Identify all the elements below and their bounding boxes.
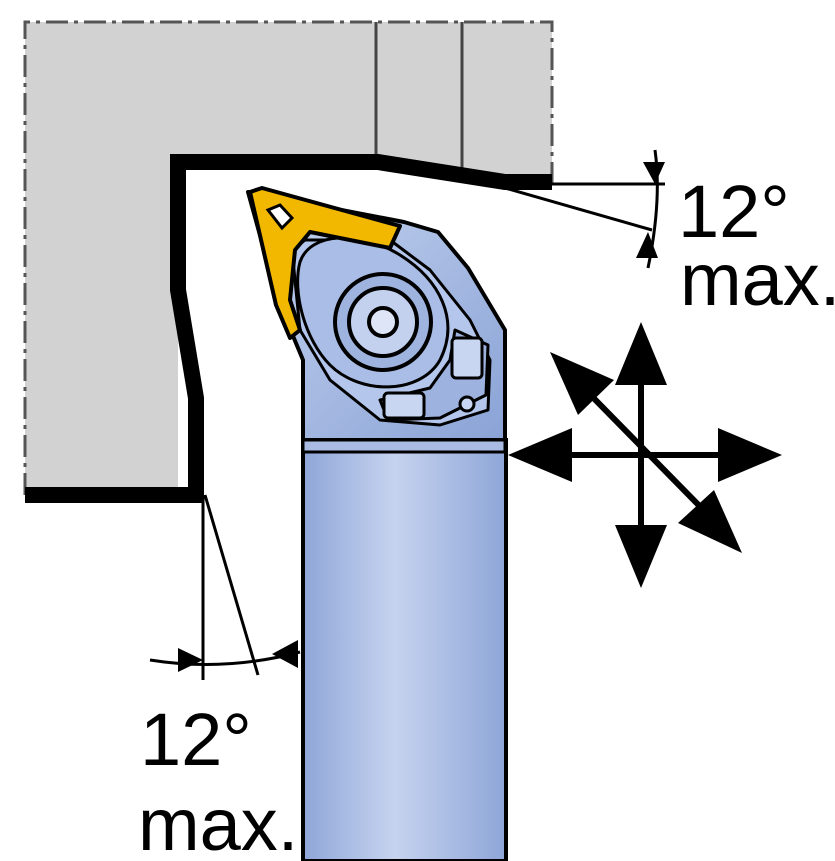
- feed-arrow-up: [615, 322, 667, 385]
- workpiece-body: [25, 22, 552, 495]
- insert-body: [248, 186, 402, 340]
- top-ext-line-angled: [504, 186, 653, 232]
- insert-icon: [248, 186, 402, 340]
- insert-chipbreaker: [265, 203, 295, 231]
- tool-shank: [301, 438, 508, 861]
- clamp-block: [382, 391, 426, 420]
- clamp-pin: [458, 395, 476, 413]
- feed-arrow-diag-up-left: [550, 352, 614, 415]
- bottom-angle-dimension: 12° max.: [138, 494, 301, 861]
- feed-arrow-left: [508, 428, 572, 482]
- feed-arrow-down: [615, 525, 667, 588]
- clamp-screw-icon: [333, 272, 433, 372]
- clamp-block-side: [450, 336, 484, 380]
- top-max-label: max.: [680, 238, 835, 321]
- bottom-ext-line-angled: [203, 494, 260, 676]
- top-angle-dimension: 12° max.: [504, 149, 835, 321]
- feed-arrow-right: [718, 428, 782, 482]
- top-arrow-down: [643, 162, 665, 184]
- feed-direction-arrows-icon: [508, 322, 782, 588]
- top-arrow-up: [636, 232, 658, 258]
- bottom-arrow-left: [272, 640, 298, 668]
- screw-socket: [367, 306, 399, 338]
- bottom-max-label: max.: [138, 783, 298, 861]
- workpiece-dashdot-outline: [23, 20, 554, 495]
- tool-head-neck: [301, 438, 507, 454]
- tool-holder: [246, 190, 508, 861]
- top-angle-label: 12°: [678, 170, 790, 253]
- workpiece: [23, 20, 554, 503]
- bottom-arrow-right: [178, 648, 203, 672]
- workpiece-machined-profile: [25, 154, 552, 503]
- feed-arrow-diag-down-right: [678, 490, 742, 553]
- bottom-angle-label: 12°: [140, 698, 252, 781]
